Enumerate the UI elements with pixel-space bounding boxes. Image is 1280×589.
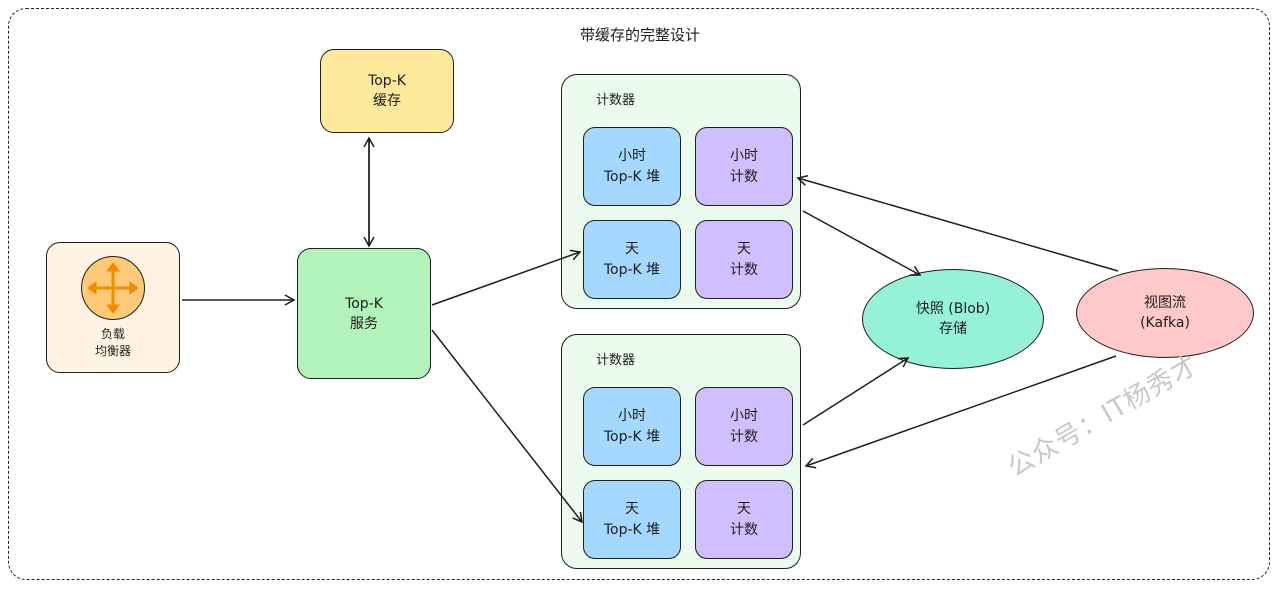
cell-line1: 天 (737, 240, 751, 257)
daily-count-2[interactable]: 天 计数 (695, 480, 793, 559)
snapshot-blob-storage-node[interactable]: 快照 (Blob) 存储 (862, 269, 1044, 369)
service-label-line1: Top-K (345, 295, 383, 312)
four-way-arrows-icon (81, 255, 145, 320)
hourly-top-k-heap-1[interactable]: 小时 Top-K 堆 (583, 127, 681, 206)
cell-line2: 计数 (730, 428, 758, 445)
arrow-counter-1-to-snapshot (802, 210, 922, 276)
cell-line2: 计数 (730, 261, 758, 278)
diagram-frame (8, 8, 1270, 580)
arrow-service-to-counter-2 (431, 329, 583, 524)
arrow-counter-2-to-snapshot (802, 357, 910, 426)
counter-group-2[interactable]: 计数器 小时 Top-K 堆 小时 计数 天 Top-K 堆 天 计数 (561, 334, 801, 569)
cell-line1: 小时 (618, 407, 646, 424)
cache-label-line2: 缓存 (373, 93, 401, 109)
top-k-service-node[interactable]: Top-K 服务 (297, 248, 431, 379)
load-balancer-label-line2: 均衡器 (94, 343, 131, 358)
arrow-stream-to-counter-1 (796, 174, 1119, 272)
arrow-service-to-counter-1 (431, 249, 582, 306)
load-balancer-label-line1: 负载 (100, 326, 125, 341)
cell-line2: Top-K 堆 (603, 428, 661, 445)
daily-top-k-heap-1[interactable]: 天 Top-K 堆 (583, 220, 681, 299)
cell-line2: 计数 (730, 168, 758, 185)
cell-line1: 小时 (618, 147, 646, 164)
cell-line1: 天 (625, 240, 639, 257)
counter-group-label: 计数器 (596, 353, 636, 368)
cell-line1: 小时 (730, 147, 758, 164)
stream-label-line2: (Kafka) (1140, 315, 1190, 331)
cell-line1: 小时 (730, 407, 758, 424)
load-balancer-node[interactable]: 负载 均衡器 (46, 242, 180, 373)
view-stream-kafka-node[interactable]: 视图流 (Kafka) (1076, 268, 1254, 358)
cache-label-line1: Top-K (368, 73, 406, 89)
snapshot-label-line1: 快照 (Blob) (915, 301, 991, 317)
cell-line2: Top-K 堆 (603, 168, 661, 185)
snapshot-label-line2: 存储 (939, 321, 967, 337)
daily-top-k-heap-2[interactable]: 天 Top-K 堆 (583, 480, 681, 559)
service-label-line2: 服务 (350, 315, 378, 332)
daily-count-1[interactable]: 天 计数 (695, 220, 793, 299)
hourly-count-1[interactable]: 小时 计数 (695, 127, 793, 206)
load-balancer-label: 负载 均衡器 (95, 326, 131, 360)
cell-line2: 计数 (730, 521, 758, 538)
counter-group-1[interactable]: 计数器 小时 Top-K 堆 小时 计数 天 Top-K 堆 天 计数 (561, 74, 801, 309)
hourly-top-k-heap-2[interactable]: 小时 Top-K 堆 (583, 387, 681, 466)
cell-line1: 天 (625, 500, 639, 517)
hourly-count-2[interactable]: 小时 计数 (695, 387, 793, 466)
counter-group-label: 计数器 (596, 93, 636, 108)
top-k-cache-node[interactable]: Top-K 缓存 (320, 49, 454, 133)
cell-line2: Top-K 堆 (603, 521, 661, 538)
diagram-title: 带缓存的完整设计 (579, 26, 700, 44)
arrow-stream-to-counter-2 (804, 355, 1117, 469)
stream-label-line1: 视图流 (1144, 295, 1186, 311)
cell-line2: Top-K 堆 (603, 261, 661, 278)
cell-line1: 天 (737, 500, 751, 517)
